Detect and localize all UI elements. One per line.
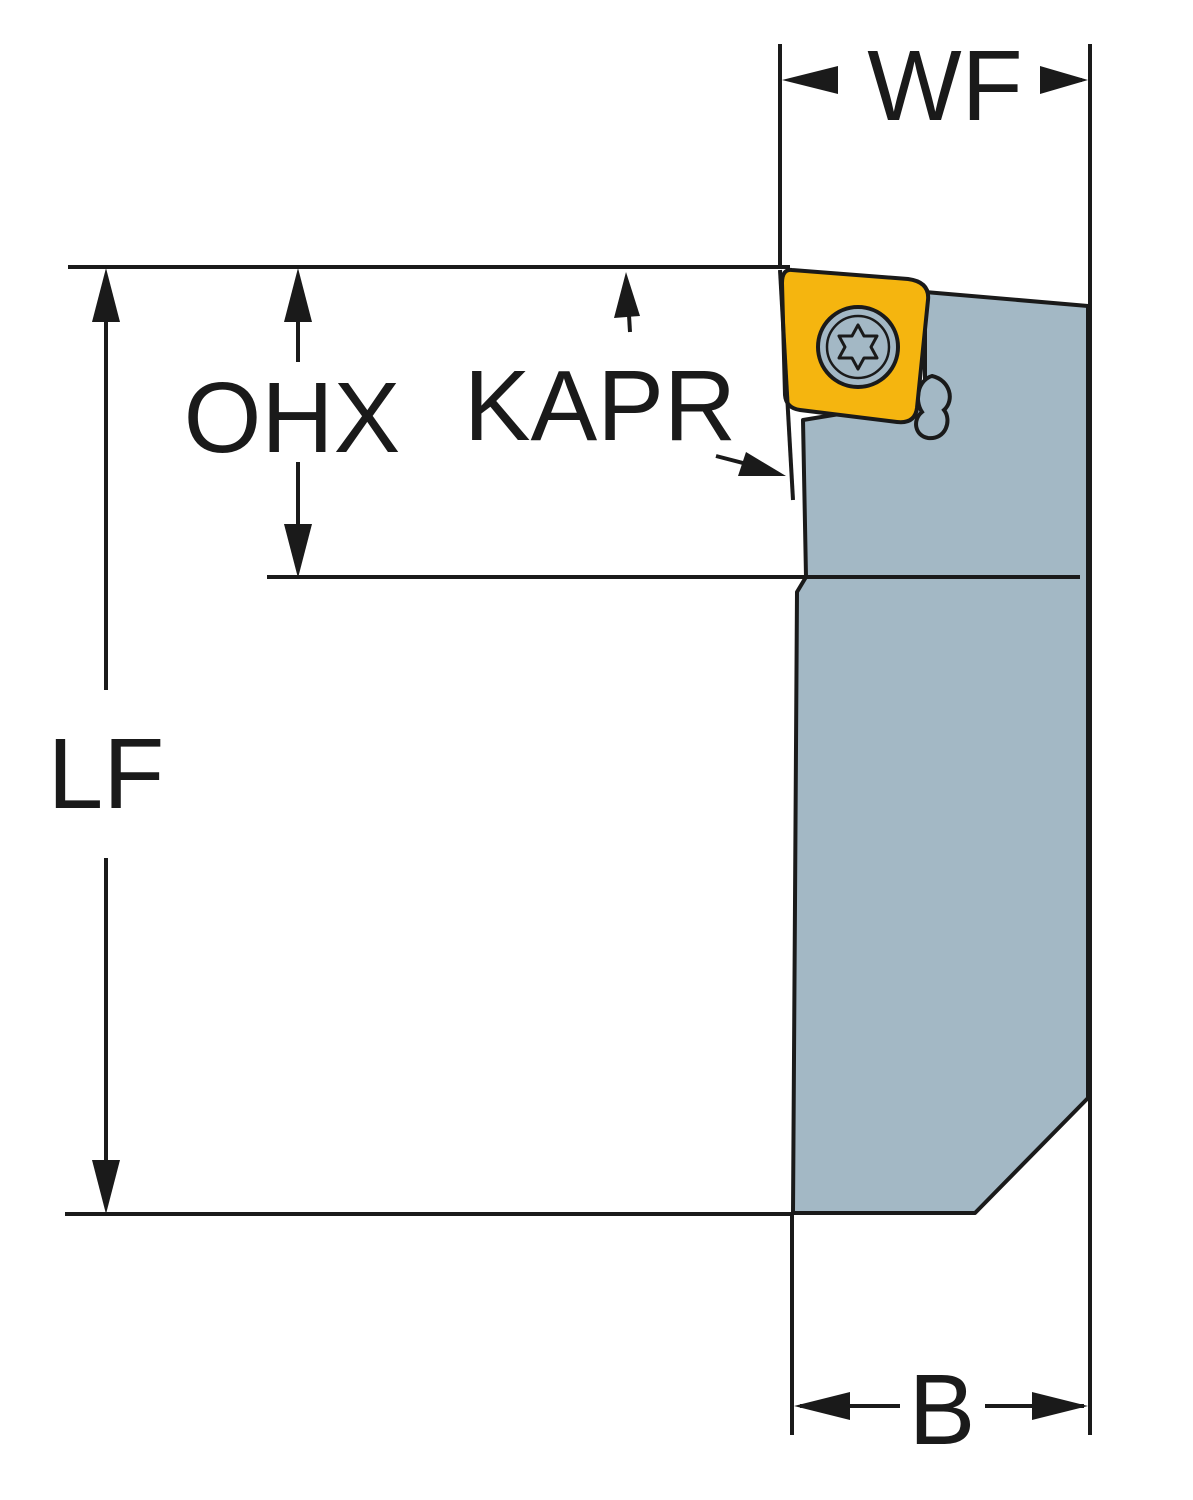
ohx-label: OHX — [184, 362, 401, 474]
lf-label: LF — [48, 718, 165, 830]
torx-screw-icon — [816, 305, 900, 389]
kapr-angle-indicator — [614, 272, 786, 476]
kapr-reference-line — [778, 269, 795, 501]
lf-dimension — [92, 268, 120, 1214]
b-dimension — [794, 1392, 1088, 1420]
wf-label: WF — [867, 30, 1022, 142]
b-label: B — [909, 1354, 976, 1466]
kapr-label: KAPR — [464, 350, 736, 462]
ohx-dimension — [284, 268, 312, 578]
wf-dimension — [782, 66, 1088, 94]
